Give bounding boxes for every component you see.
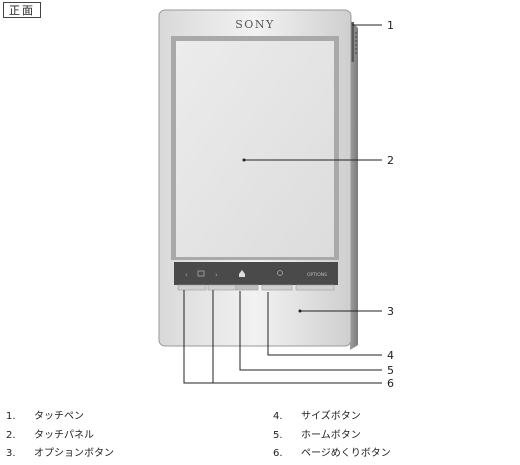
legend-label: ホームボタン <box>301 430 361 441</box>
option-button[interactable] <box>295 284 335 291</box>
legend-label: オプションボタン <box>34 448 114 459</box>
touch-panel[interactable] <box>176 41 334 257</box>
legend-number: 3. <box>6 448 16 459</box>
touch-pen-shape[interactable] <box>350 22 354 62</box>
search-icon <box>277 270 283 276</box>
legend-label: ページめくりボタン <box>301 448 391 459</box>
legend-item: 2. タッチパネル <box>6 426 94 441</box>
option-label: OPTIONS <box>307 272 327 278</box>
size-button[interactable] <box>207 284 237 291</box>
legend-item: 1. タッチペン <box>6 407 84 422</box>
callout-2: 2 <box>387 154 394 167</box>
callout-3: 3 <box>387 305 394 318</box>
leader-lines <box>183 24 382 384</box>
page-next-icon: › <box>215 271 218 279</box>
view-label: 正面 <box>3 2 41 18</box>
legend-number: 2. <box>6 430 16 441</box>
legend-label: タッチペン <box>34 411 84 422</box>
legend-number: 5. <box>273 430 283 441</box>
legend-item: 4. サイズボタン <box>273 407 361 422</box>
legend-number: 4. <box>273 411 283 422</box>
page-turn-button-right[interactable] <box>261 284 293 291</box>
legend-item: 6. ページめくりボタン <box>273 444 391 459</box>
callout-4: 4 <box>387 349 394 362</box>
callout-5: 5 <box>387 364 394 377</box>
legend-number: 1. <box>6 411 16 422</box>
legend-item: 3. オプションボタン <box>6 444 114 459</box>
page-turn-button-left[interactable] <box>177 284 207 291</box>
legend-item: 5. ホームボタン <box>273 426 361 441</box>
legend-label: タッチパネル <box>34 430 94 441</box>
brand-logo: SONY <box>235 18 274 31</box>
callout-6: 6 <box>387 377 394 390</box>
button-bar <box>174 262 338 285</box>
home-button[interactable] <box>235 284 259 291</box>
legend-label: サイズボタン <box>301 411 361 422</box>
size-button-icon <box>197 270 205 277</box>
callout-1: 1 <box>387 19 394 32</box>
legend-number: 6. <box>273 448 283 459</box>
page-prev-icon: ‹ <box>185 271 188 279</box>
home-icon <box>239 270 245 277</box>
